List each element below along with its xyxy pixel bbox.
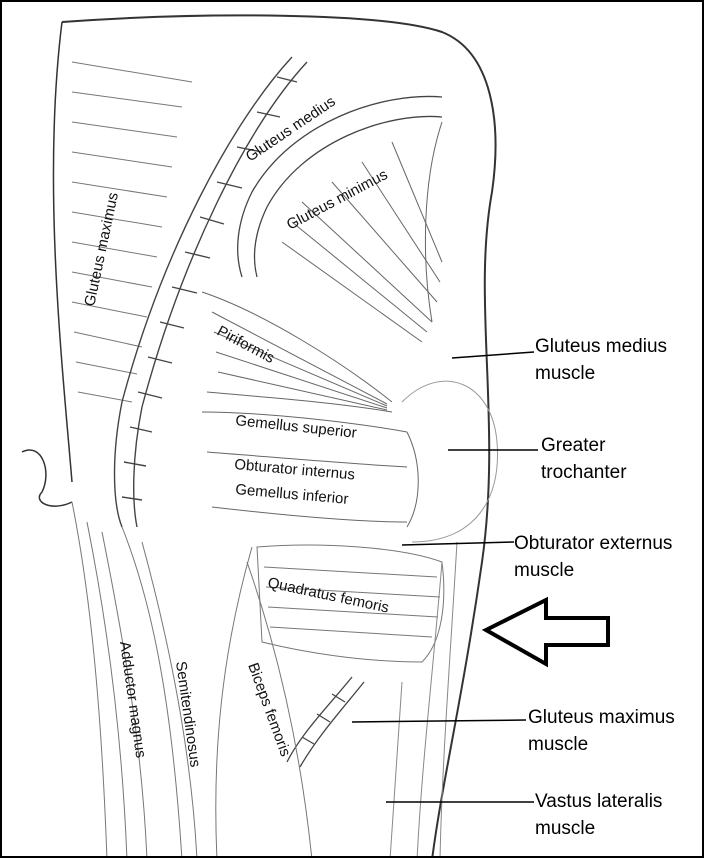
- label-semitendinosus: Semitendinosus: [172, 660, 204, 768]
- hip-outline: [61, 14, 497, 856]
- callout-line2: muscle: [535, 363, 596, 384]
- vastus-lateralis-fibres: [389, 541, 458, 856]
- quadratus-femoris-shape: [256, 544, 445, 663]
- callout-line1: Greater: [541, 435, 606, 456]
- callout-line1: Gluteus maximus: [528, 707, 675, 728]
- callout-line1: Gluteus medius: [535, 336, 668, 357]
- callout-gluteus-medius: Gluteus medius muscle: [535, 333, 667, 387]
- label-gluteus-minimus: Gluteus minimus: [284, 166, 391, 233]
- callout-line1: Vastus lateralis: [535, 791, 663, 812]
- callout-greater-trochanter: Greater trochanter: [541, 432, 627, 486]
- callout-line2: trochanter: [541, 462, 627, 483]
- label-gemellus-inferior: Gemellus inferior: [235, 481, 349, 508]
- callout-lines: [351, 351, 538, 803]
- left-arrow-outline-icon: [481, 596, 610, 668]
- buttock-outline: [52, 21, 73, 483]
- leader-obturator-externus: [401, 541, 515, 546]
- piriformis-shape: [201, 291, 393, 413]
- pelvis-notch: [21, 449, 73, 507]
- label-adductor-magnus: Adductor magnus: [116, 640, 149, 759]
- label-obturator-internus: Obturator internus: [234, 456, 356, 483]
- callout-obturator-externus: Obturator externus muscle: [514, 530, 672, 584]
- short-rotators: [201, 411, 419, 528]
- gluteus-maximus-fibres: [71, 61, 193, 403]
- leader-gluteus-maximus: [351, 719, 527, 723]
- greater-trochanter: [401, 380, 499, 543]
- gluteus-maximus-lower-cut: [286, 676, 365, 768]
- callout-line1: Obturator externus: [514, 533, 673, 554]
- label-biceps-femoris: Biceps femoris: [244, 661, 294, 759]
- gluteus-minimus-band: [281, 121, 443, 343]
- callout-vastus-lateralis: Vastus lateralis muscle: [535, 788, 662, 842]
- gluteus-medius-band: [237, 95, 443, 278]
- label-gemellus-superior: Gemellus superior: [235, 412, 358, 442]
- gluteus-maximus-cut-edge: [113, 56, 308, 528]
- hamstring-fibres: [71, 501, 313, 856]
- callout-line2: muscle: [535, 818, 596, 839]
- callout-line2: muscle: [528, 734, 589, 755]
- callout-gluteus-maximus: Gluteus maximus muscle: [528, 704, 675, 758]
- callout-line2: muscle: [514, 560, 575, 581]
- leader-gluteus-medius: [451, 351, 535, 359]
